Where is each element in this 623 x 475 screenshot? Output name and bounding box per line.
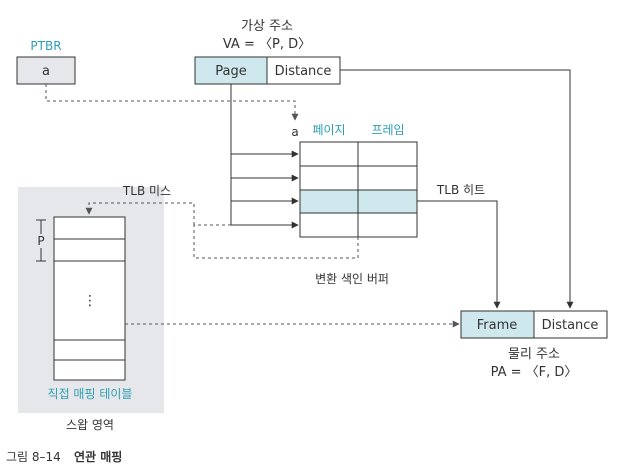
pa-distance-label: Distance	[542, 318, 599, 333]
tlb-start-label: a	[291, 125, 298, 139]
physical-address-title: 물리 주소	[508, 347, 560, 362]
ptbr-to-tlb-dashed-line	[45, 84, 299, 121]
dmt-row	[53, 339, 126, 361]
dmt-row	[53, 216, 126, 240]
pa-distance-box	[533, 310, 608, 339]
ptbr-box	[16, 56, 76, 85]
dmt-p-label: P	[37, 234, 44, 248]
swap-area-caption: 스왑 영역	[66, 418, 114, 432]
p-offset-bracket	[36, 219, 46, 262]
tlb-miss-dashed-line	[193, 224, 359, 259]
ptbr-value: a	[42, 64, 50, 79]
va-distance-label: Distance	[275, 64, 332, 79]
page-to-tlb-arrows	[230, 84, 299, 229]
virtual-address-title: 가상 주소	[241, 19, 293, 34]
va-page-label: Page	[215, 64, 246, 79]
tlb-miss-arrow	[85, 202, 195, 225]
tlb-caption: 변환 색인 버퍼	[315, 272, 389, 286]
tlb-hit-label: TLB 히트	[436, 183, 485, 197]
tlb-frame-header: 프레임	[371, 123, 404, 137]
direct-mapping-table	[53, 216, 126, 381]
figure-number: 그림 8–14	[6, 450, 61, 464]
tlb-page-header: 페이지	[312, 123, 345, 137]
physical-address-formula: PA = 〈F, D〉	[491, 365, 578, 380]
ptbr-label: PTBR	[30, 39, 61, 53]
distance-copy-arrow	[340, 69, 574, 309]
pa-frame-label: Frame	[477, 318, 518, 333]
va-distance-box	[266, 56, 341, 85]
tlb-table	[299, 141, 418, 238]
dmt-dots: ⋮	[83, 293, 97, 309]
dmt-caption: 직접 매핑 테이블	[48, 387, 133, 401]
dmt-row	[53, 238, 126, 262]
dmt-row	[53, 359, 126, 381]
tlb-miss-label: TLB 미스	[122, 184, 171, 198]
figure-title: 연관 매핑	[74, 449, 122, 464]
virtual-address-formula: VA = 〈P, D〉	[223, 37, 311, 52]
va-page-box	[194, 56, 268, 85]
tlb-hit-arrow	[417, 200, 501, 309]
